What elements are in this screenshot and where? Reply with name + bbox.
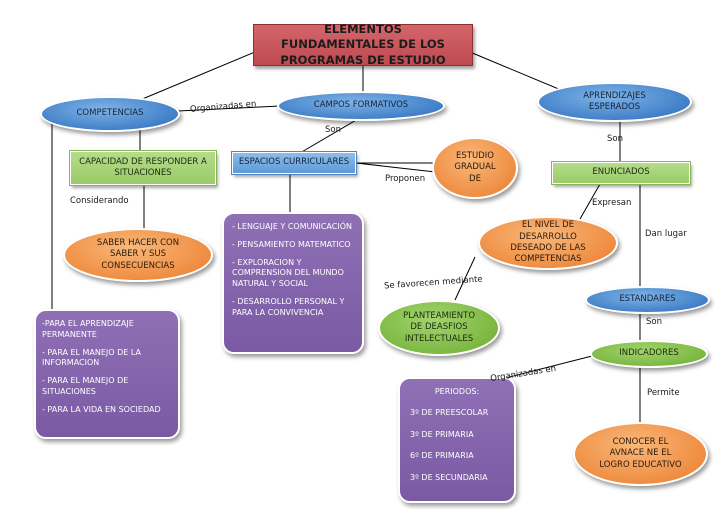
periodos-item: 3º DE SECUNDARIA <box>410 473 488 483</box>
link-son-3: Son <box>646 317 662 327</box>
para-list-box: -PARA EL APRENDIZAJE PERMANENTE - PARA E… <box>34 309 180 439</box>
link-expresan: Expresan <box>592 198 632 208</box>
enunciados-label: ENUNCIADOS <box>592 167 650 178</box>
link-proponen: Proponen <box>385 174 426 184</box>
periodos-item: 3º DE PREESCOLAR <box>410 407 489 417</box>
para-item: - PARA EL MANEJO DE LA INFORMACION <box>42 347 142 368</box>
link-son-2: Son <box>607 134 623 144</box>
saber-hacer-label: SABER HACER CON SABER Y SUS CONSECUENCIA… <box>96 237 180 271</box>
indicadores-label: INDICADORES <box>619 348 679 359</box>
periodos-item: 3º DE PRIMARIA <box>410 429 474 439</box>
periodos-list-box: PERIODOS: 3º DE PREESCOLAR 3º DE PRIMARI… <box>398 377 516 503</box>
espacios-curriculares-label: ESPACIOS CURRICULARES <box>238 157 350 168</box>
link-considerando: Considerando <box>70 196 129 206</box>
link-son-1: Son <box>325 125 341 135</box>
indicadores-node: INDICADORES <box>590 340 708 368</box>
estandares-label: ESTANDARES <box>619 294 676 305</box>
planteamiento-label: PLANTEAMIENTO DE DEASFIOS INTELECTUALES <box>402 310 476 344</box>
espacios-curriculares-node: ESPACIOS CURRICULARES <box>231 151 357 175</box>
periodos-title: PERIODOS: <box>434 387 480 396</box>
campos-formativos-label: CAMPOS FORMATIVOS <box>313 100 409 111</box>
competencias-label: COMPETENCIAS <box>76 108 144 119</box>
para-item: - PARA EL MANEJO DE SITUACIONES <box>42 376 129 396</box>
estudio-gradual-label: ESTUDIO GRADUAL DE <box>454 150 496 184</box>
campos-list-box: - LENGUAJE Y COMUNICACIÓN - PENSAMIENTO … <box>222 212 364 354</box>
periodos-item: 6º DE PRIMARIA <box>410 451 474 461</box>
title-text: ELEMENTOS FUNDAMENTALES DE LOS PROGRAMAS… <box>280 21 446 67</box>
capacidad-node: CAPACIDAD DE RESPONDER A SITUACIONES <box>69 150 217 186</box>
campos-item: - PENSAMIENTO MATEMATICO <box>232 239 351 249</box>
campos-item: - LENGUAJE Y COMUNICACIÓN <box>232 222 352 231</box>
enunciados-node: ENUNCIADOS <box>551 161 691 185</box>
link-permite: Permite <box>647 388 680 398</box>
nivel-desarrollo-node: EL NIVEL DE DESARROLLO DESEADO DE LAS CO… <box>478 216 618 270</box>
campos-item: - DESARROLLO PERSONAL Y PARA LA CONVIVEN… <box>232 296 345 317</box>
nivel-desarrollo-label: EL NIVEL DE DESARROLLO DESEADO DE LAS CO… <box>510 220 586 265</box>
title-box: ELEMENTOS FUNDAMENTALES DE LOS PROGRAMAS… <box>253 21 473 67</box>
aprendizajes-esperados-label: APRENDIZAJES ESPERADOS <box>583 90 646 112</box>
campos-formativos-node: CAMPOS FORMATIVOS <box>277 91 445 121</box>
aprendizajes-esperados-node: APRENDIZAJES ESPERADOS <box>537 82 692 122</box>
link-dan-lugar: Dan lugar <box>645 229 687 239</box>
conocer-node: CONOCER EL AVNACE NE EL LOGRO EDUCATIVO <box>573 422 708 486</box>
para-item: -PARA EL APRENDIZAJE PERMANENTE <box>42 319 134 339</box>
estudio-gradual-node: ESTUDIO GRADUAL DE <box>432 137 518 199</box>
para-item: - PARA LA VIDA EN SOCIEDAD <box>42 404 161 414</box>
estandares-node: ESTANDARES <box>585 286 710 314</box>
competencias-node: COMPETENCIAS <box>40 96 180 132</box>
capacidad-label: CAPACIDAD DE RESPONDER A SITUACIONES <box>79 156 207 178</box>
saber-hacer-node: SABER HACER CON SABER Y SUS CONSECUENCIA… <box>63 228 213 282</box>
conocer-label: CONOCER EL AVNACE NE EL LOGRO EDUCATIVO <box>599 436 682 470</box>
planteamiento-node: PLANTEAMIENTO DE DEASFIOS INTELECTUALES <box>378 300 500 356</box>
campos-item: - EXPLORACION Y COMPRENSION DEL MUNDO NA… <box>232 257 344 289</box>
